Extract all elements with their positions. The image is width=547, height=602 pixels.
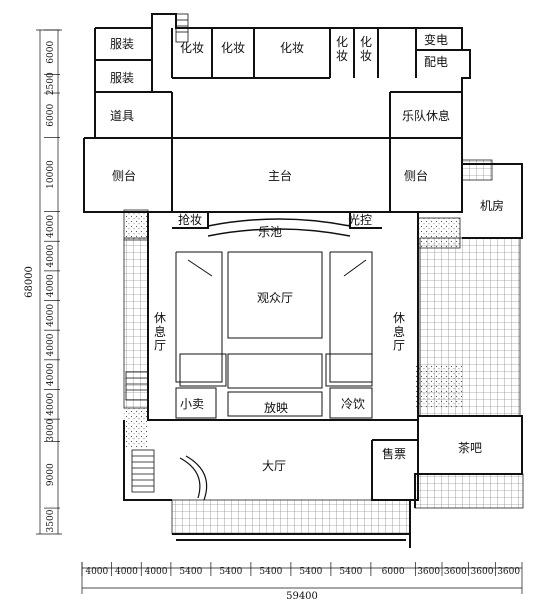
- room-tea-bar: 茶吧: [458, 440, 482, 455]
- site-textures: [123, 159, 524, 535]
- horizontal-dimension-7: 5400: [339, 567, 362, 577]
- total-width-label: 59400: [286, 591, 318, 602]
- horizontal-dimension-3: 5400: [179, 567, 202, 577]
- room-props: 道具: [110, 109, 134, 123]
- room-side-stage-right: 侧台: [404, 168, 428, 183]
- horizontal-dimension-6: 5400: [299, 567, 322, 577]
- horizontal-dimension-9: 3600: [417, 567, 440, 577]
- horizontal-dimension-2: 4000: [145, 567, 168, 577]
- room-costume-2: 服装: [110, 71, 134, 85]
- total-height-label: 68000: [24, 266, 35, 298]
- horizontal-dimension-4: 5400: [219, 567, 242, 577]
- room-machine-room: 机房: [480, 198, 504, 213]
- vertical-dimension-4: 4000: [46, 215, 56, 238]
- vertical-dimension-1: 2500: [46, 72, 56, 95]
- room-ticketing: 售票: [382, 446, 406, 461]
- room-light-control: 光控: [348, 213, 372, 227]
- vertical-dimension-0: 6000: [46, 41, 56, 64]
- vertical-dimension-10: 4000: [46, 393, 56, 416]
- room-makeup-narrow-1: 化妆: [336, 35, 348, 63]
- room-cold-drinks: 冷饮: [341, 397, 365, 411]
- room-costume-1: 服装: [110, 37, 134, 51]
- dimension-lines: [36, 29, 523, 594]
- room-main-stage: 主台: [268, 168, 292, 183]
- vertical-dimension-7: 4000: [46, 304, 56, 327]
- room-substation: 变电: [424, 32, 448, 47]
- room-auditorium: 观众厅: [257, 291, 293, 305]
- room-lobby: 大厅: [262, 459, 286, 473]
- vertical-dimension-11: 3000: [46, 419, 56, 442]
- horizontal-dimension-0: 4000: [85, 567, 108, 577]
- room-orchestra-pit: 乐池: [258, 225, 282, 239]
- walls: [83, 13, 523, 548]
- vertical-dimension-12: 9000: [46, 463, 56, 486]
- horizontal-dimension-8: 6000: [382, 567, 405, 577]
- vertical-dimension-5: 4000: [46, 244, 56, 267]
- room-band-rest: 乐队休息: [402, 108, 450, 123]
- room-snack-bar: 小卖: [180, 397, 204, 411]
- horizontal-dimension-11: 3600: [471, 567, 494, 577]
- vertical-dimension-9: 4000: [46, 363, 56, 386]
- vertical-dimension-8: 4000: [46, 333, 56, 356]
- horizontal-dimension-labels: 4000 4000 4000 5400 5400 5400 5400 5400 6000 3600…: [81, 562, 520, 577]
- horizontal-dimension-5: 5400: [259, 567, 282, 577]
- room-lounge-right: 休息厅: [393, 311, 405, 353]
- vertical-dimension-6: 4000: [46, 274, 56, 297]
- room-makeup-3: 化妆: [280, 41, 304, 55]
- vertical-dimension-labels: 6000 2500 6000 10000 4000 4000 4000 4000 4000 400…: [44, 29, 60, 532]
- room-quick-change: 抢妆: [178, 212, 202, 227]
- room-labels: 服装 服装 道具 化妆 化妆 化妆 化妆 化妆 变电 配电 乐队休息 侧台 主台…: [110, 32, 504, 473]
- room-makeup-narrow-2: 化妆: [360, 35, 372, 63]
- vertical-dimension-13: 3500: [46, 509, 56, 532]
- stairs: [125, 13, 208, 501]
- room-lounge-left: 休息厅: [154, 311, 166, 353]
- horizontal-dimension-1: 4000: [115, 567, 138, 577]
- vertical-dimension-2: 6000: [46, 104, 56, 127]
- room-makeup-1: 化妆: [180, 41, 204, 55]
- horizontal-dimension-12: 3600: [497, 567, 520, 577]
- auditorium-interior: [175, 218, 373, 419]
- room-makeup-2: 化妆: [221, 41, 245, 55]
- vertical-dimension-3: 10000: [46, 160, 56, 189]
- room-side-stage-left: 侧台: [112, 168, 136, 183]
- room-projection: 放映: [264, 400, 288, 415]
- room-distribution: 配电: [424, 55, 448, 69]
- horizontal-dimension-10: 3600: [444, 567, 467, 577]
